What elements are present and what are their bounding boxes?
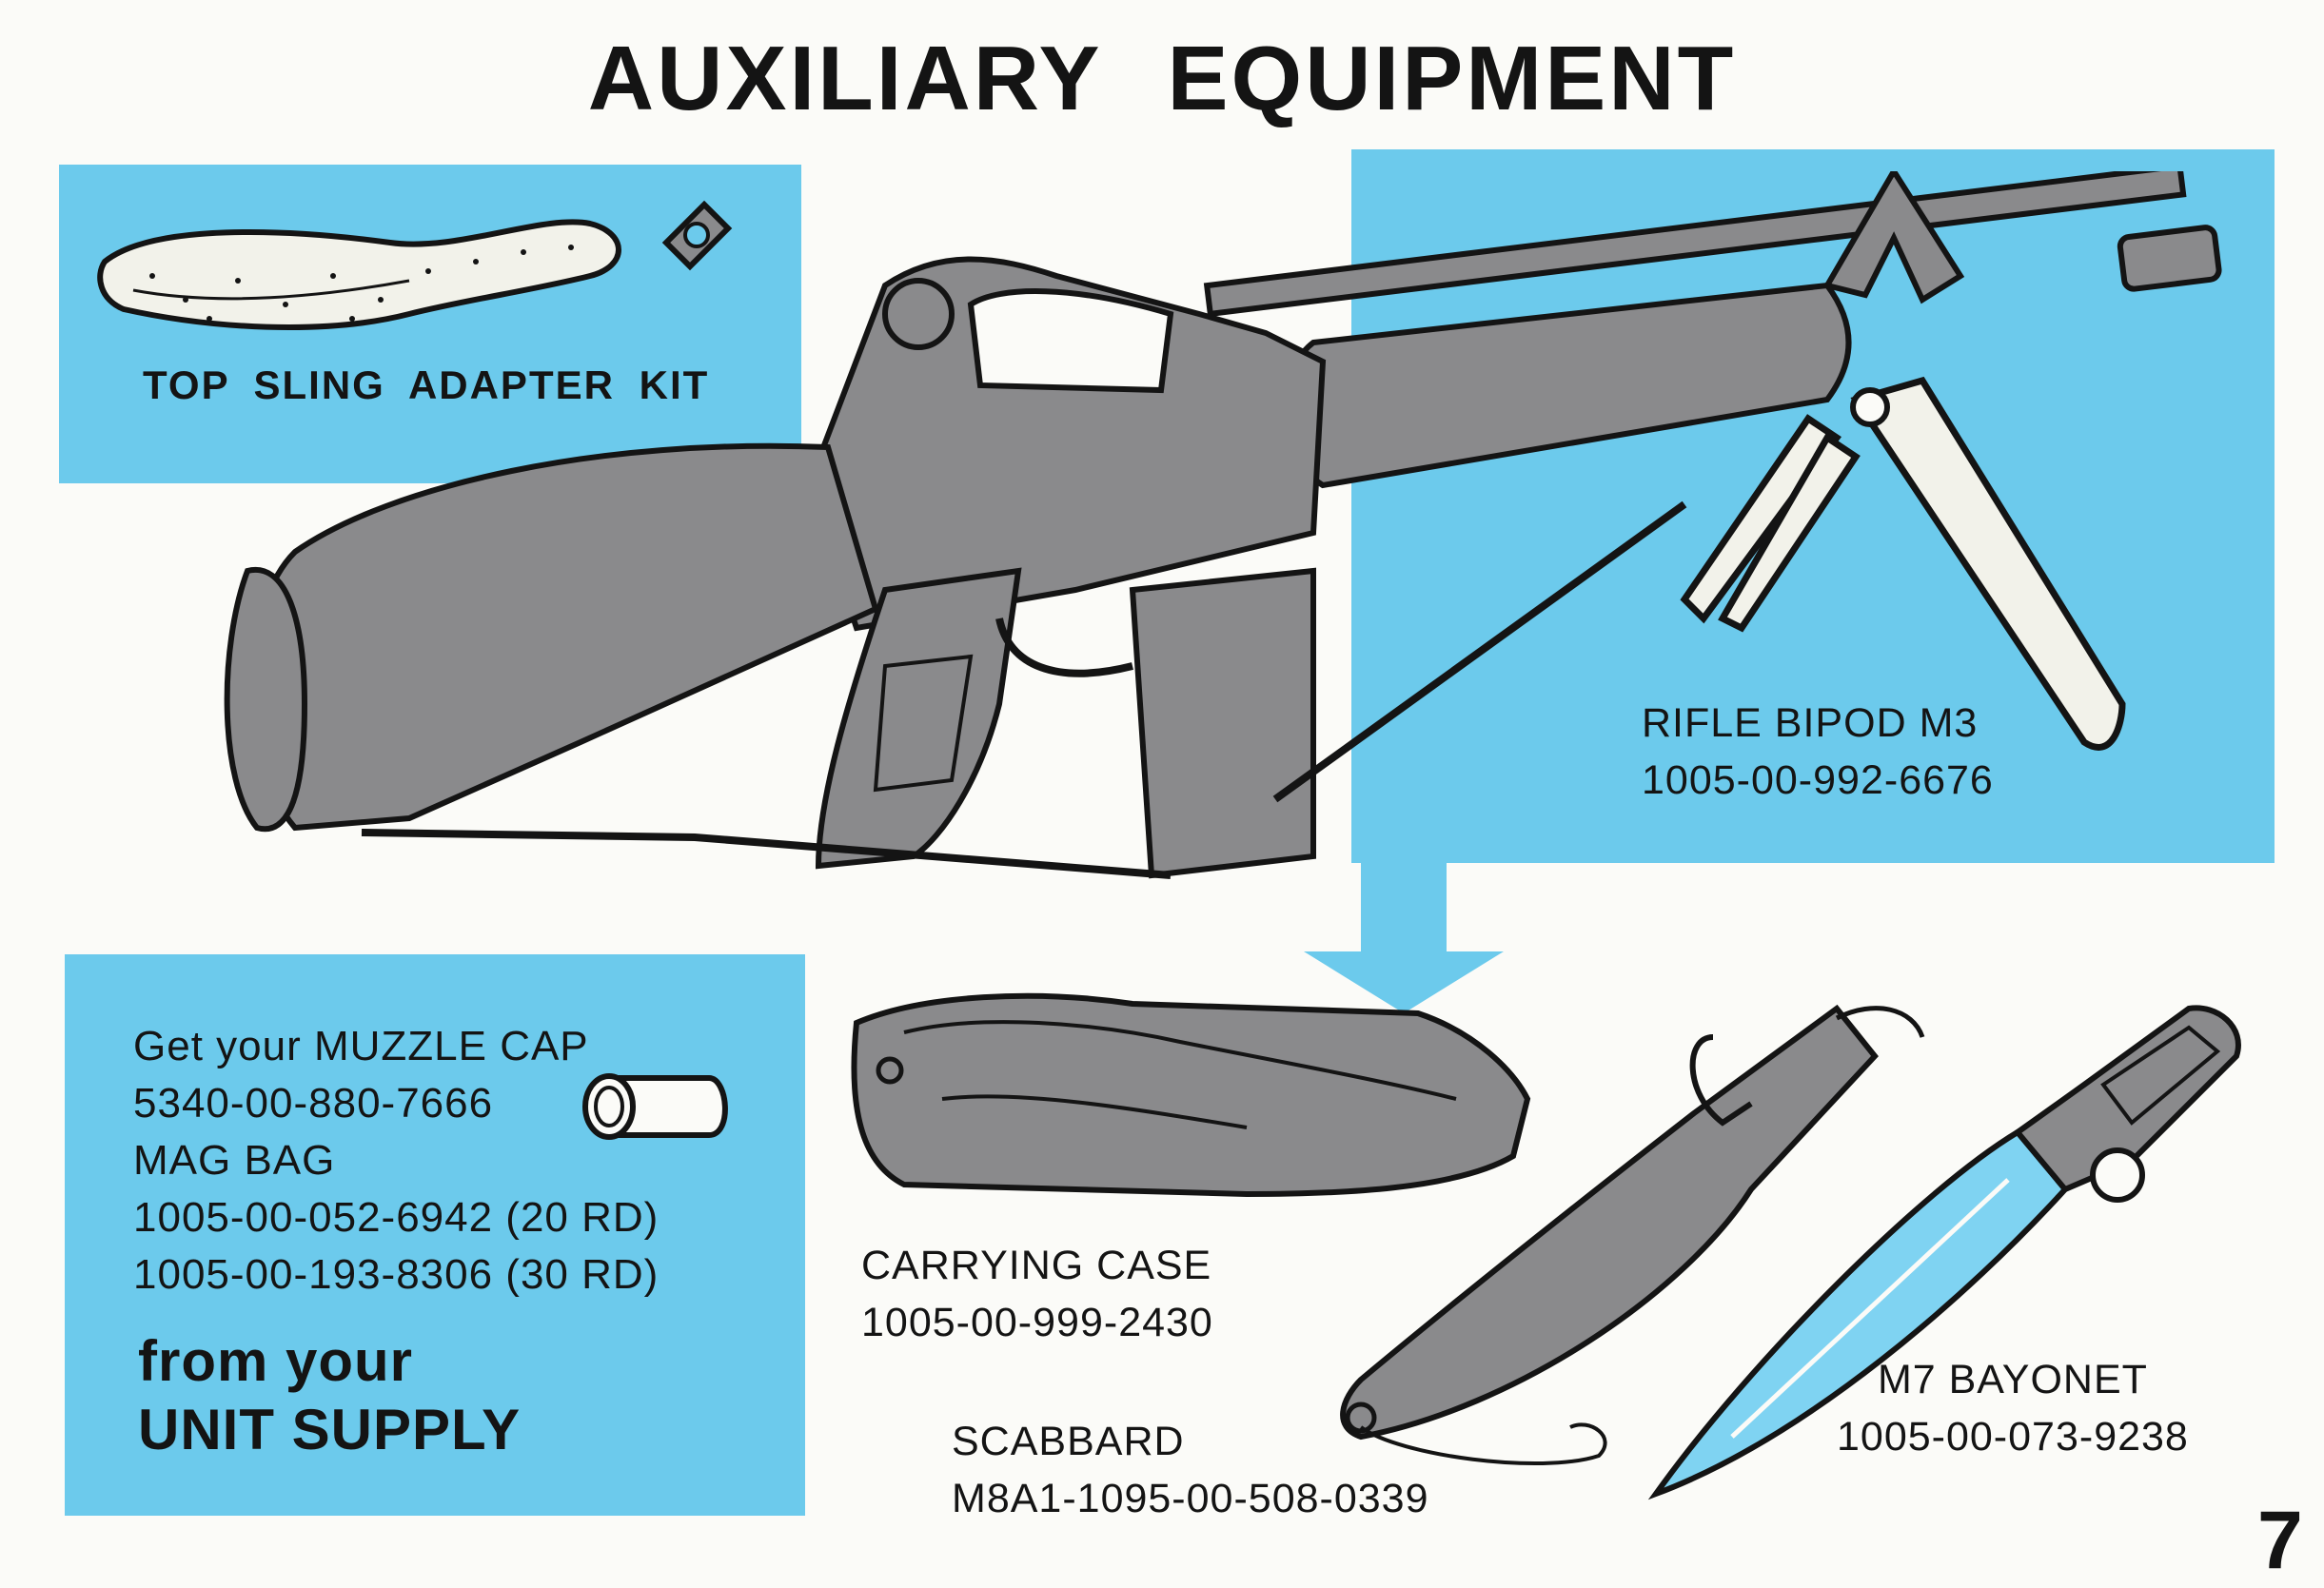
scabbard-name: SCABBARD [952, 1419, 1185, 1464]
supply-list: Get your MUZZLE CAP 5340-00-880-7666 MAG… [133, 1018, 659, 1304]
carrying-case-name: CARRYING CASE [861, 1243, 1212, 1288]
mag-bag-20rd: 1005-00-052-6942 (20 RD) [133, 1194, 660, 1241]
unit-supply-note: from your UNIT SUPPLY [138, 1327, 521, 1464]
rifle-icon [224, 171, 2222, 879]
bipod-name: RIFLE BIPOD M3 [1642, 700, 1979, 746]
page-number: 7 [2257, 1495, 2303, 1586]
bayonet-stock-number: 1005-00-073-9238 [1837, 1414, 2189, 1460]
mag-bag-line: MAG BAG [133, 1137, 336, 1184]
bipod-stock-number: 1005-00-992-6676 [1642, 757, 1994, 803]
sling-kit-label: TOP SLING ADAPTER KIT [143, 363, 710, 407]
carrying-case-icon [851, 992, 1531, 1198]
bayonet-name: M7 BAYONET [1877, 1357, 2148, 1402]
unit-supply-line: UNIT SUPPLY [138, 1398, 522, 1461]
scabbard-label: SCABBARD M8A1-1095-00-508-0339 [952, 1413, 1429, 1527]
scabbard-stock-number: M8A1-1095-00-508-0339 [952, 1476, 1429, 1521]
supply-panel [65, 954, 805, 1516]
page-title: AUXILIARY EQUIPMENT [587, 28, 1737, 129]
sling-kit-panel [59, 165, 801, 483]
sling-icon [97, 200, 733, 330]
carrying-case-stock-number: 1005-00-999-2430 [861, 1300, 1213, 1345]
muzzle-cap-line: Get your MUZZLE CAP [133, 1023, 589, 1069]
bayonet-label: M7 BAYONET 1005-00-073-9238 [1837, 1351, 2189, 1465]
from-your-line: from your [138, 1329, 414, 1393]
bayonet-icon [1647, 1005, 2241, 1500]
mag-bag-30rd: 1005-00-193-8306 (30 RD) [133, 1251, 660, 1298]
muzzle-cap-stock-number: 5340-00-880-7666 [133, 1080, 494, 1127]
muzzle-cap-icon [582, 1073, 728, 1140]
carrying-case-label: CARRYING CASE 1005-00-999-2430 [861, 1237, 1213, 1351]
pointer-arrow [1304, 856, 1504, 1013]
bipod-label: RIFLE BIPOD M3 1005-00-992-6676 [1642, 695, 1994, 809]
scabbard-icon [1340, 1004, 1925, 1466]
